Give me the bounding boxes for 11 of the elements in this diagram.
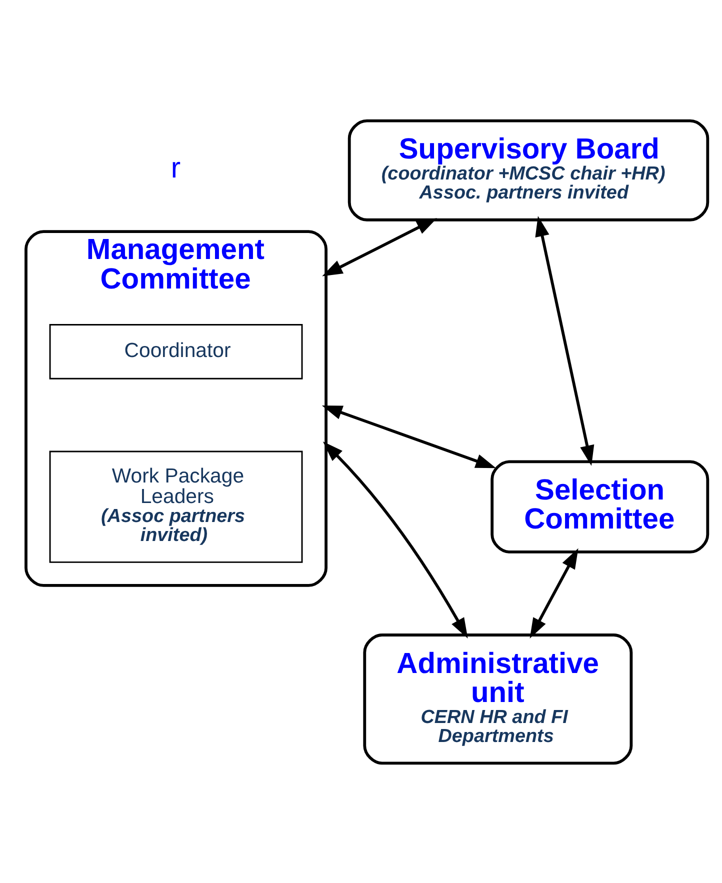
arrow: [322, 441, 468, 638]
label: r: [170, 152, 181, 184]
arrow: [530, 548, 578, 638]
node-box: Administrative unit CERN HR and FI Departments: [363, 633, 633, 764]
node-box: Supervisory Board (coordinator +MCSC chair +HR) Assoc. partners invited: [348, 118, 710, 221]
arrow: [322, 405, 496, 468]
arrow: [322, 218, 438, 276]
node-box: Coordinator: [49, 324, 303, 379]
node-box: Selection Committee: [490, 460, 710, 553]
arrow: [535, 216, 594, 466]
node-box: Work Package Leaders (Assoc partners invited): [49, 450, 303, 562]
